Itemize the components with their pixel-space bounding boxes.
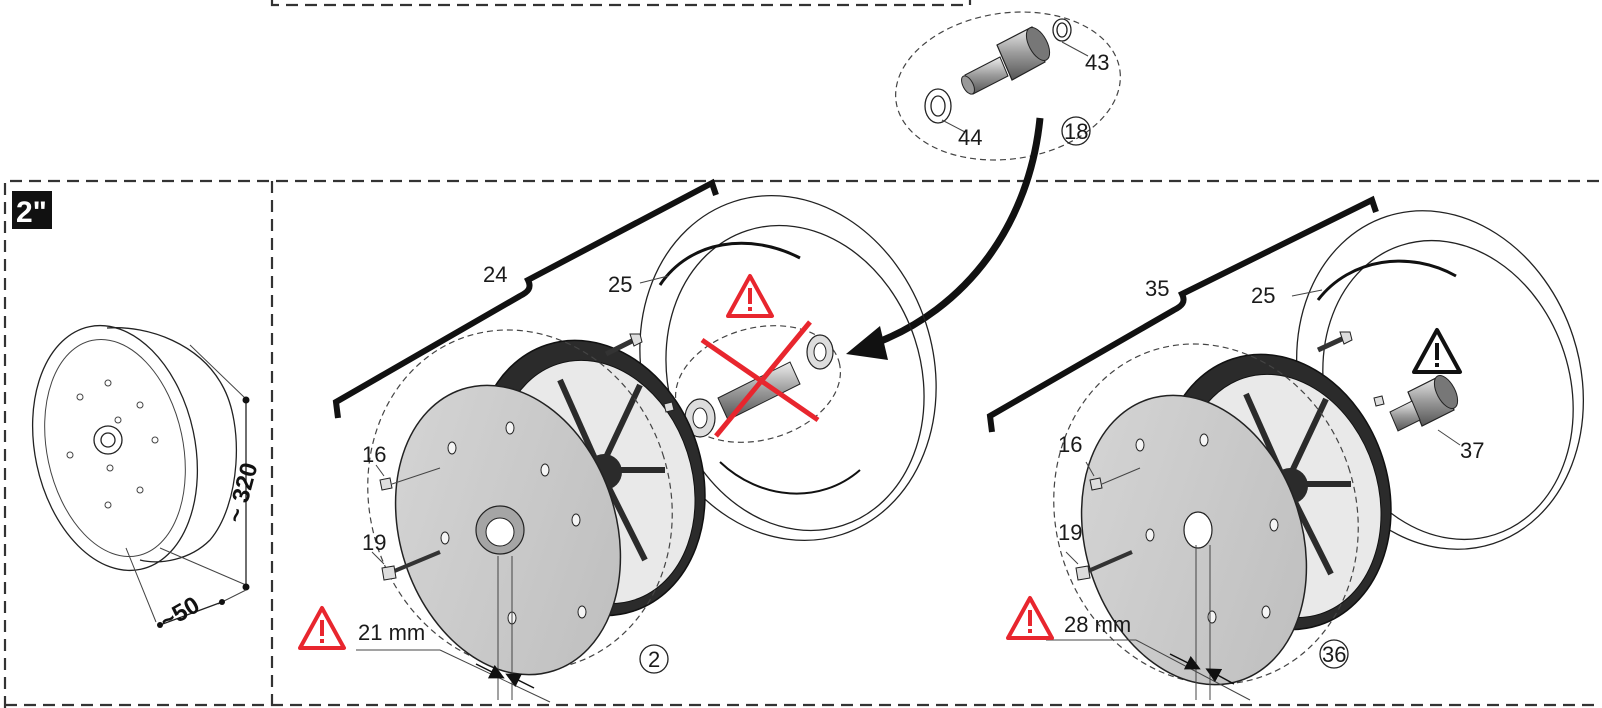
callout-36-circle: [1319, 639, 1349, 669]
bracket-24: [332, 178, 719, 419]
bolt-19-left: [391, 550, 441, 574]
callout-16-right: 16: [1058, 432, 1082, 457]
bolt-19-right: [1085, 550, 1133, 574]
warning-triangle-icon: [1006, 596, 1054, 640]
nut-16-left: [379, 477, 393, 491]
wheel-overview: ~ 320 ~50: [31, 324, 264, 635]
callout-19-right: 19: [1058, 520, 1082, 545]
overview-bolt-holes: [66, 379, 159, 509]
badge-text: 2": [16, 196, 47, 229]
measurement-28mm: 28 mm: [1064, 612, 1131, 637]
callout-37: 37: [1460, 438, 1484, 463]
width-label: ~50: [156, 591, 205, 635]
ring-43: [1052, 18, 1072, 42]
disc-holes-left: [440, 421, 587, 625]
callout-35: 35: [1145, 276, 1169, 301]
nut-16-right: [1089, 477, 1103, 491]
badge-background: [12, 191, 52, 229]
callout-25-left: 25: [608, 272, 632, 297]
bracket-35: [986, 195, 1379, 433]
callout-43: 43: [1085, 50, 1109, 75]
warning-triangle-icon: [298, 606, 346, 650]
measurement-21mm: 21 mm: [358, 620, 425, 645]
diameter-label: ~ 320: [222, 460, 264, 526]
callout-2-circle: [639, 644, 669, 674]
frame-lines: [3, 0, 1600, 708]
callout-25-right: 25: [1251, 283, 1275, 308]
callout-24: 24: [483, 262, 507, 287]
callout-2: 2: [648, 647, 660, 672]
width-dimension-line: [159, 601, 223, 626]
size-badge: 2": [12, 191, 52, 229]
wheel-assembly-left: 24 25: [298, 178, 937, 703]
callout-16-left: 16: [362, 442, 386, 467]
wheel-assembly-right: 35 25 37: [986, 195, 1585, 701]
callout-44: 44: [958, 125, 982, 150]
cross-out-icon: [700, 320, 820, 438]
callout-18-circle: [1061, 116, 1091, 146]
curved-arrow-head: [846, 326, 888, 360]
curved-arrow-icon: [866, 117, 1044, 350]
warning-triangle-icon: [726, 274, 774, 318]
callout-18: 18: [1064, 119, 1088, 144]
warning-triangle-icon: [1412, 328, 1462, 374]
callout-36: 36: [1322, 642, 1346, 667]
ring-44: [924, 88, 952, 124]
bushing-detail: 43 44 18: [895, 11, 1121, 161]
callout-19-left: 19: [362, 530, 386, 555]
disc-holes-right: [1135, 433, 1279, 624]
